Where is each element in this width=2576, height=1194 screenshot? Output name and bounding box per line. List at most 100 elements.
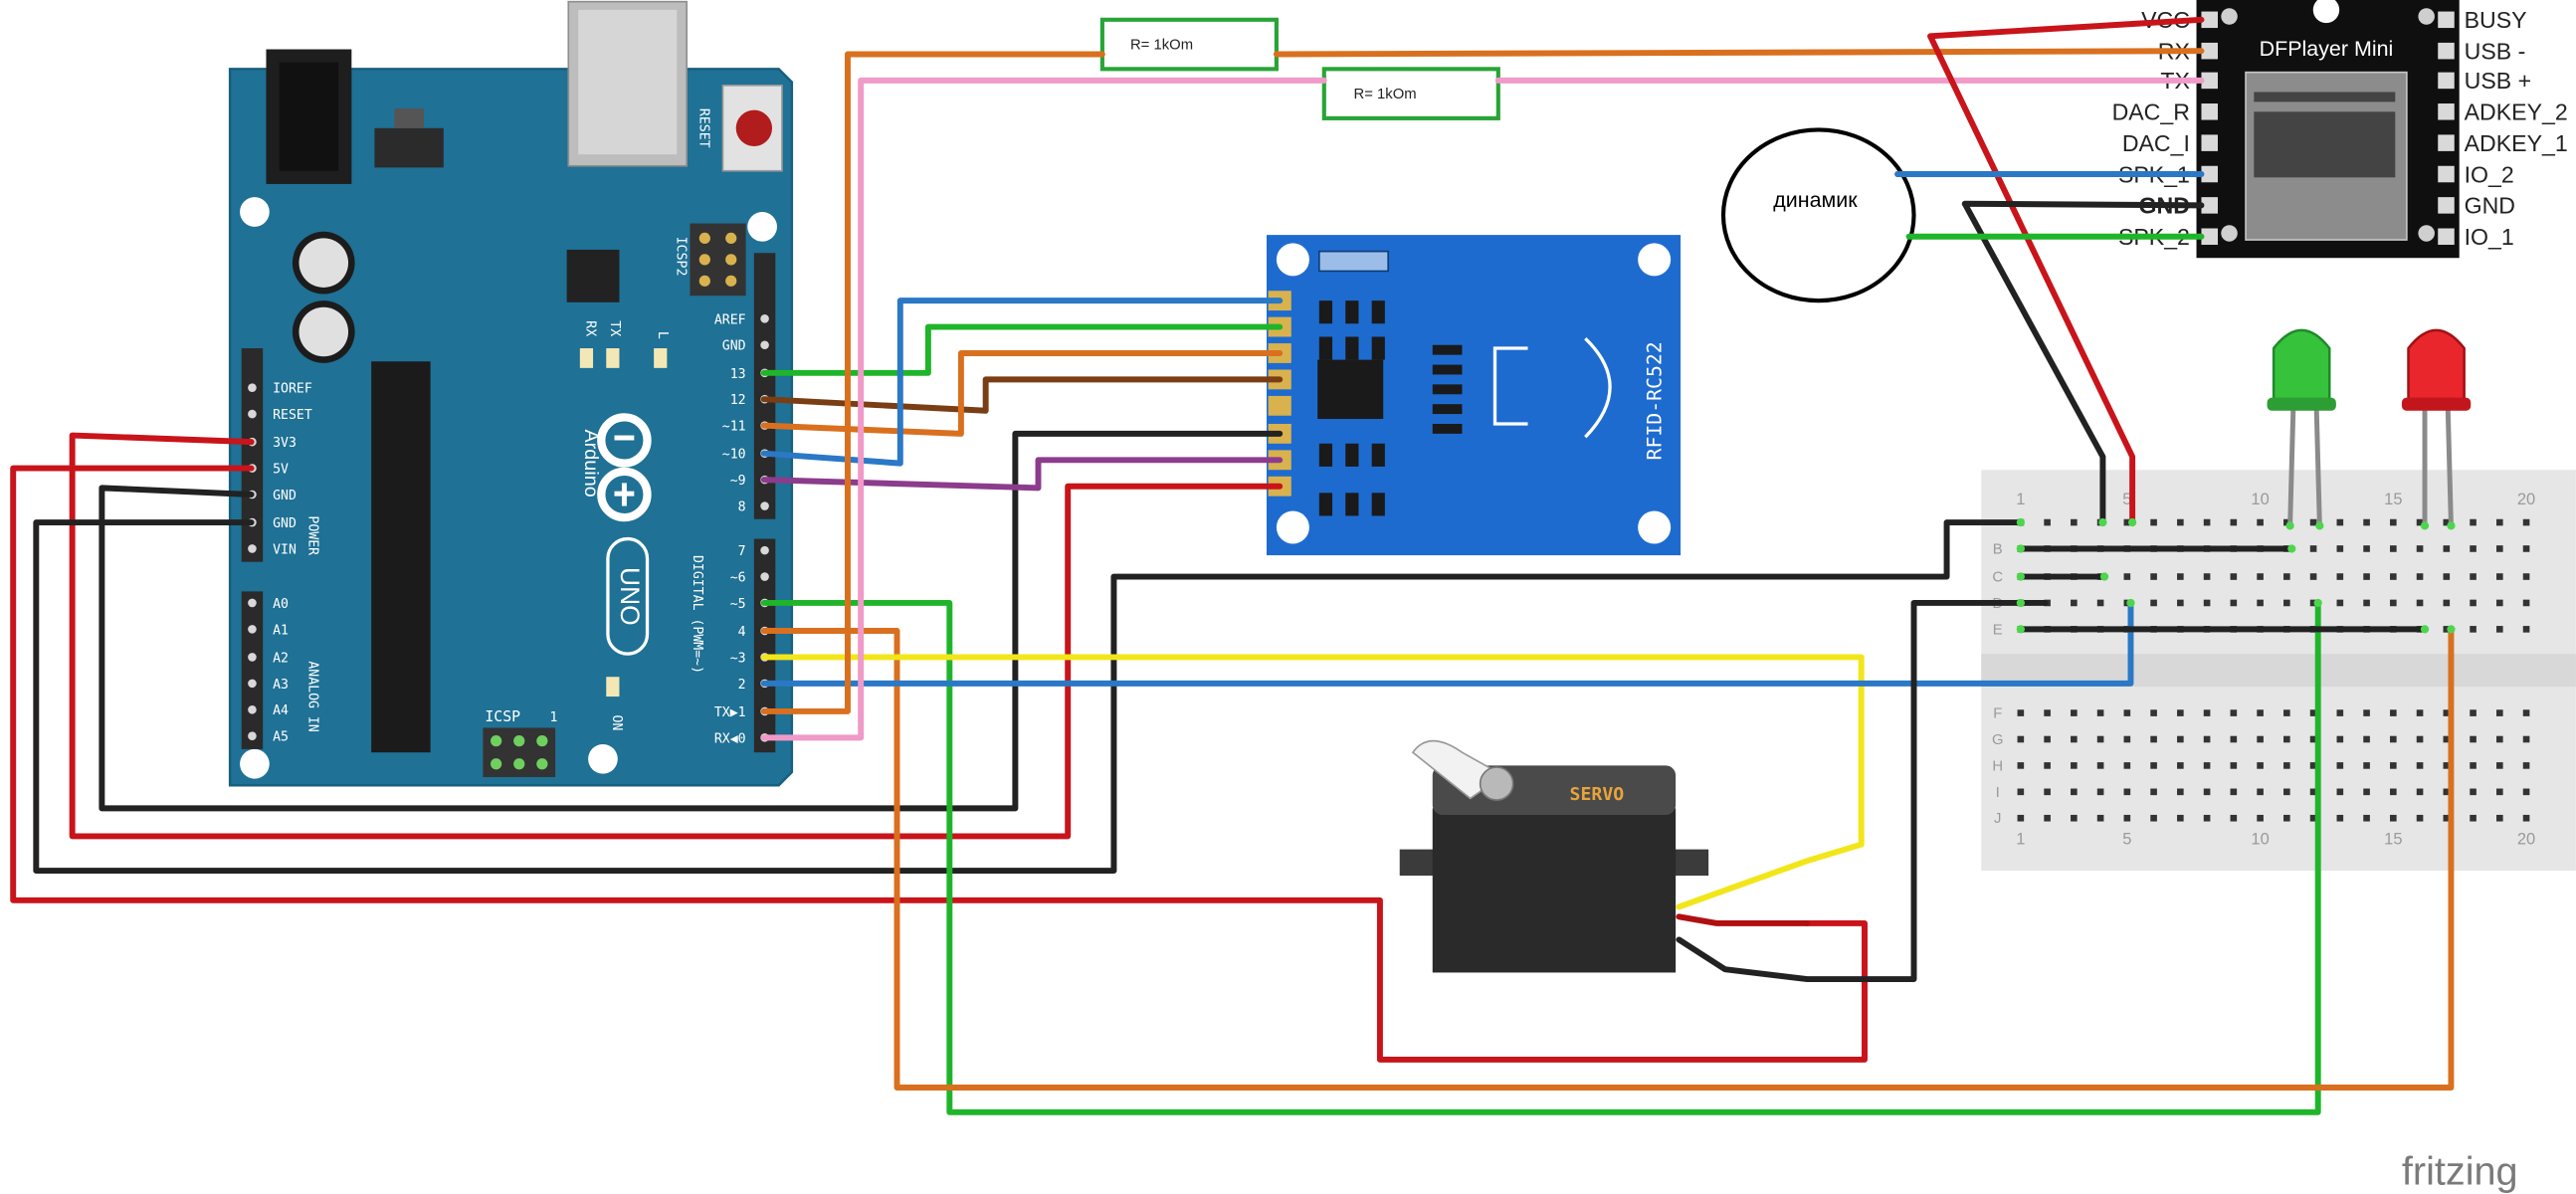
breadboard-hole [2470, 709, 2477, 716]
breadboard-hole [2203, 573, 2211, 580]
breadboard-hole [2443, 735, 2451, 743]
arduino-logo: Arduino UNO [580, 413, 652, 656]
breadboard-hole [2496, 599, 2503, 607]
arduino-pin-label: A5 [273, 730, 289, 745]
breadboard-hole [2203, 599, 2211, 607]
breadboard-column-number: 5 [2122, 831, 2131, 849]
breadboard-hole [2150, 735, 2157, 743]
breadboard-hole [2363, 735, 2370, 743]
arduino-pin-label: ~9 [730, 474, 746, 489]
breadboard-hole [2177, 573, 2184, 580]
breadboard-hole [2390, 573, 2397, 580]
breadboard-hole [2309, 762, 2317, 769]
arduino-pin [248, 625, 257, 634]
wire-servo-power [1676, 913, 1811, 926]
breadboard-hole [2230, 573, 2238, 580]
fritzing-watermark: fritzing [2402, 1149, 2518, 1193]
breadboard-hole [2150, 788, 2157, 796]
resistor-1: R= 1kOm [1099, 17, 1279, 72]
breadboard-hole [2203, 735, 2211, 743]
breadboard-hole [2496, 709, 2503, 716]
breadboard-hole [2416, 599, 2424, 607]
rfid-label: RFID-RC522 [1643, 341, 1666, 460]
arduino-pin-label: 12 [730, 393, 746, 408]
breadboard-hole [2309, 545, 2317, 552]
arduino-pin-label: TX▶1 [714, 705, 746, 720]
breadboard-hole [2257, 814, 2264, 822]
arduino-pin [760, 572, 769, 581]
wire-endpoint [2016, 598, 2025, 608]
dfplayer-pin [2201, 11, 2218, 29]
dfplayer-pin [2201, 103, 2218, 120]
dfplayer-left-pin-label: DAC_R [2112, 100, 2190, 125]
wire-endpoint [2420, 625, 2430, 634]
breadboard-hole [2522, 599, 2530, 607]
wires [10, 16, 2456, 1115]
dfplayer-right-pin-label: USB + [2465, 68, 2531, 94]
dfplayer-pin [2438, 103, 2455, 120]
breadboard-hole [2123, 788, 2131, 796]
breadboard-hole [2017, 735, 2025, 743]
breadboard-hole [2309, 814, 2317, 822]
breadboard-hole [2123, 709, 2131, 716]
breadboard-hole [2283, 709, 2290, 716]
arduino-pin-label: GND [273, 516, 297, 531]
wire-5v-to-servo [10, 465, 1868, 1063]
breadboard-hole [2017, 709, 2025, 716]
wire-d4-to-red-led [760, 626, 2455, 1092]
dfplayer-right-pin-label: IO_2 [2465, 161, 2514, 187]
icsp-label: ICSP [485, 707, 520, 725]
breadboard-hole [2522, 788, 2530, 796]
arduino-pin [760, 340, 769, 350]
breadboard-hole [2257, 735, 2264, 743]
servo-label: SERVO [1570, 784, 1625, 805]
tx-led-label: TX [607, 320, 622, 336]
breadboard-hole [2363, 814, 2370, 822]
wire-endpoint [2447, 625, 2456, 634]
breadboard-hole [2071, 518, 2078, 526]
digital-label: DIGITAL (PWM=~) [690, 555, 704, 674]
breadboard-hole [2150, 709, 2157, 716]
breadboard-hole [2096, 814, 2104, 822]
breadboard-hole [2230, 709, 2238, 716]
breadboard-hole [2522, 626, 2530, 633]
dfplayer-pin [2438, 11, 2455, 29]
breadboard-hole [2443, 599, 2451, 607]
arduino-pin [760, 545, 769, 555]
arduino-pin [248, 679, 257, 689]
wire-d2-to-breadboard [760, 599, 2134, 687]
dfplayer-pin [2201, 165, 2218, 183]
wire-endpoint [2313, 598, 2322, 608]
arduino-pin-label: ~10 [722, 448, 746, 463]
breadboard-hole [2496, 545, 2503, 552]
arduino-pin [248, 731, 257, 740]
arduino-pin [248, 409, 257, 419]
arduino-pin-label: A2 [273, 651, 289, 666]
wire-endpoint [2315, 521, 2324, 530]
breadboard-hole [2390, 599, 2397, 607]
breadboard-hole [2230, 762, 2238, 769]
breadboard-hole [2496, 762, 2503, 769]
arduino-pin-label: IOREF [273, 382, 312, 397]
breadboard-hole [2470, 762, 2477, 769]
rx-led-label: RX [582, 320, 597, 336]
breadboard-hole [2071, 735, 2078, 743]
breadboard-hole [2283, 573, 2290, 580]
breadboard-hole [2071, 814, 2078, 822]
breadboard-hole [2044, 762, 2051, 769]
breadboard-hole [2177, 762, 2184, 769]
breadboard-hole [2309, 518, 2317, 526]
resistor-1-label: R= 1kOm [1130, 38, 1193, 54]
breadboard-hole [2309, 735, 2317, 743]
icsp2-label: ICSP2 [673, 237, 688, 277]
resistor-2: R= 1kOm [1321, 67, 1500, 120]
reset-label: RESET [695, 108, 710, 148]
breadboard-hole [2283, 735, 2290, 743]
breadboard-hole [2230, 735, 2238, 743]
arduino-pin [248, 544, 257, 553]
wire-endpoint [2016, 544, 2025, 553]
dfplayer-left-pin-label: DAC_I [2122, 130, 2190, 156]
breadboard-hole [2336, 573, 2344, 580]
breadboard-hole [2203, 814, 2211, 822]
breadboard-hole [2390, 735, 2397, 743]
